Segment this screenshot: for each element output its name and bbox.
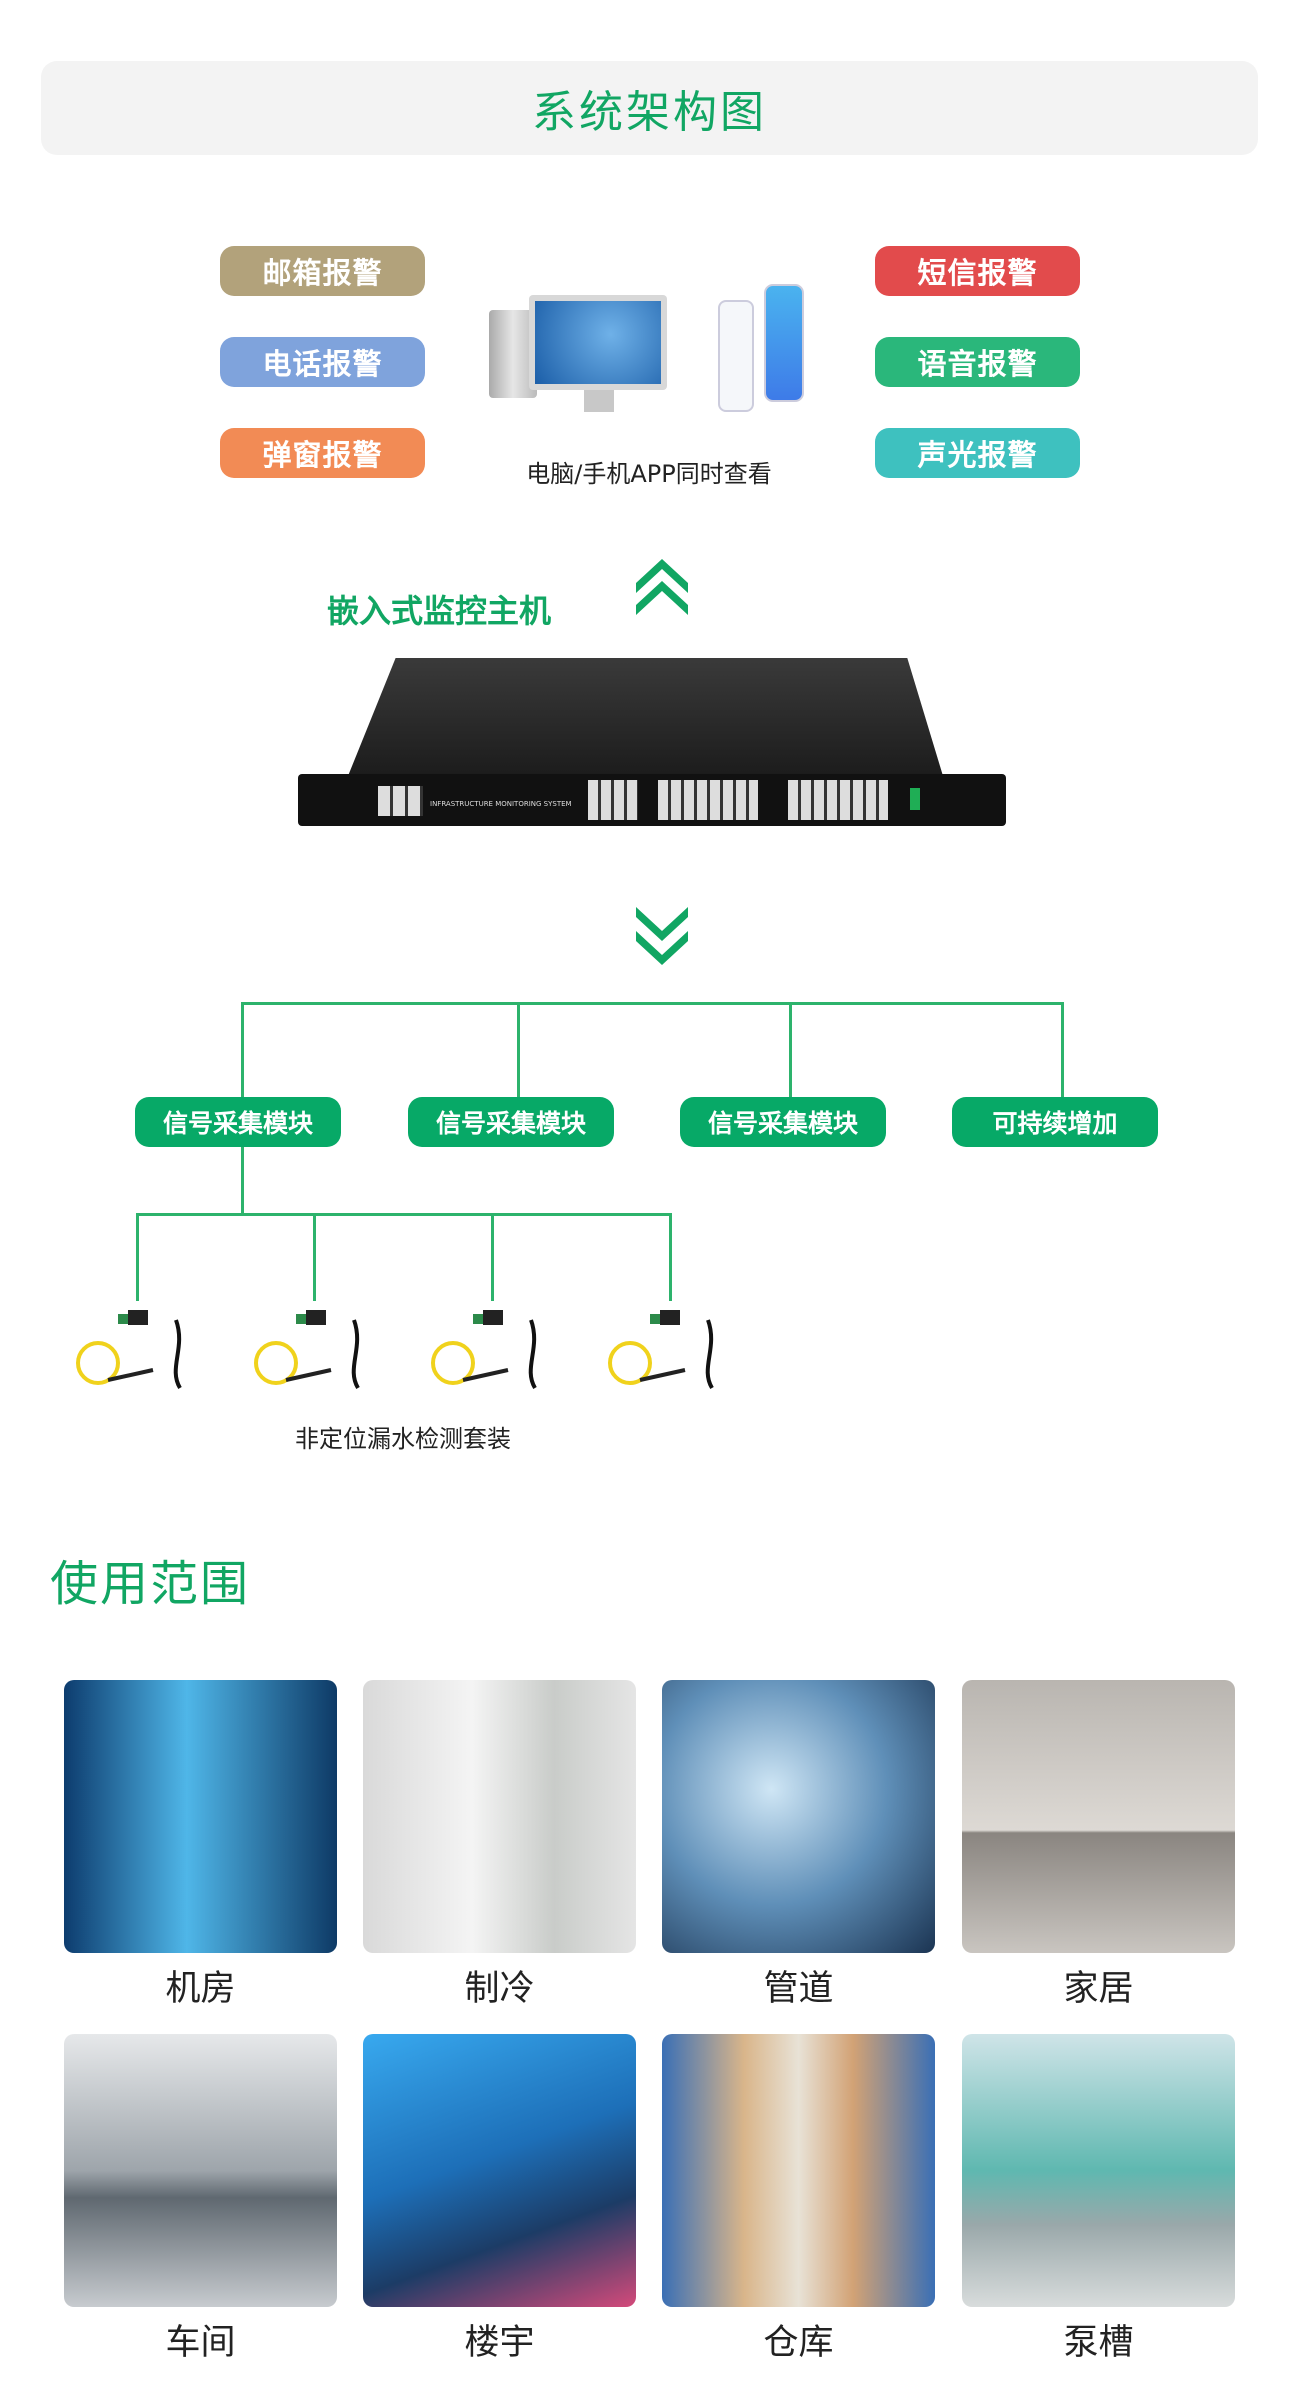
page-title: 系统架构图 <box>41 61 1258 155</box>
sensor-caption: 非定位漏水检测套装 <box>295 1425 511 1453</box>
alarm-phone: 电话报警 <box>220 337 425 387</box>
usage-label: 泵槽 <box>1063 2323 1134 2363</box>
signal-module: 信号采集模块 <box>680 1097 886 1147</box>
connector-line <box>313 1213 316 1301</box>
signal-module: 信号采集模块 <box>408 1097 614 1147</box>
alarm-popup: 弹窗报警 <box>220 428 425 478</box>
usage-image-server-room <box>64 1680 337 1953</box>
usage-label: 家居 <box>1063 1969 1134 2009</box>
chevron-down-icon <box>636 907 688 965</box>
connector-line <box>517 1002 520 1097</box>
expandable-module: 可持续增加 <box>952 1097 1158 1147</box>
signal-module: 信号采集模块 <box>135 1097 341 1147</box>
connector-line <box>241 1002 1064 1005</box>
alarm-sms: 短信报警 <box>875 246 1080 296</box>
phone-image <box>764 284 804 402</box>
usage-label: 管道 <box>763 1969 834 2009</box>
usage-label: 车间 <box>165 2323 236 2363</box>
usage-label: 机房 <box>165 1969 236 2009</box>
alarm-email: 邮箱报警 <box>220 246 425 296</box>
usage-label: 楼宇 <box>464 2323 535 2363</box>
connector-line <box>136 1213 139 1301</box>
usage-label: 仓库 <box>763 2323 834 2363</box>
usage-image-pipeline <box>662 1680 935 1953</box>
usage-image-home <box>962 1680 1235 1953</box>
usage-label: 制冷 <box>464 1969 535 2009</box>
leak-sensor-image <box>608 1310 714 1390</box>
connector-line <box>669 1213 672 1301</box>
usage-image-refrigeration <box>363 1680 636 1953</box>
chevron-up-icon <box>636 559 688 615</box>
connector-line <box>1061 1002 1064 1097</box>
computer-image <box>489 295 669 415</box>
usage-image-pump-tank <box>962 2034 1235 2307</box>
monitoring-host-image: INFRASTRUCTURE MONITORING SYSTEM <box>298 656 1006 851</box>
alarm-sound-light: 声光报警 <box>875 428 1080 478</box>
devices-caption: 电脑/手机APP同时查看 <box>526 460 772 488</box>
connector-line <box>789 1002 792 1097</box>
connector-line <box>491 1213 494 1301</box>
leak-sensor-image <box>76 1310 182 1390</box>
usage-image-building <box>363 2034 636 2307</box>
usage-image-warehouse <box>662 2034 935 2307</box>
connector-line <box>241 1147 244 1215</box>
leak-sensor-image <box>254 1310 360 1390</box>
phone-image <box>718 300 754 412</box>
host-label: 嵌入式监控主机 <box>327 592 552 630</box>
alarm-voice: 语音报警 <box>875 337 1080 387</box>
panel-text: INFRASTRUCTURE MONITORING SYSTEM <box>430 800 572 808</box>
connector-line <box>136 1213 672 1216</box>
usage-image-workshop <box>64 2034 337 2307</box>
connector-line <box>241 1002 244 1097</box>
usage-title: 使用范围 <box>50 1556 251 1612</box>
leak-sensor-image <box>431 1310 537 1390</box>
